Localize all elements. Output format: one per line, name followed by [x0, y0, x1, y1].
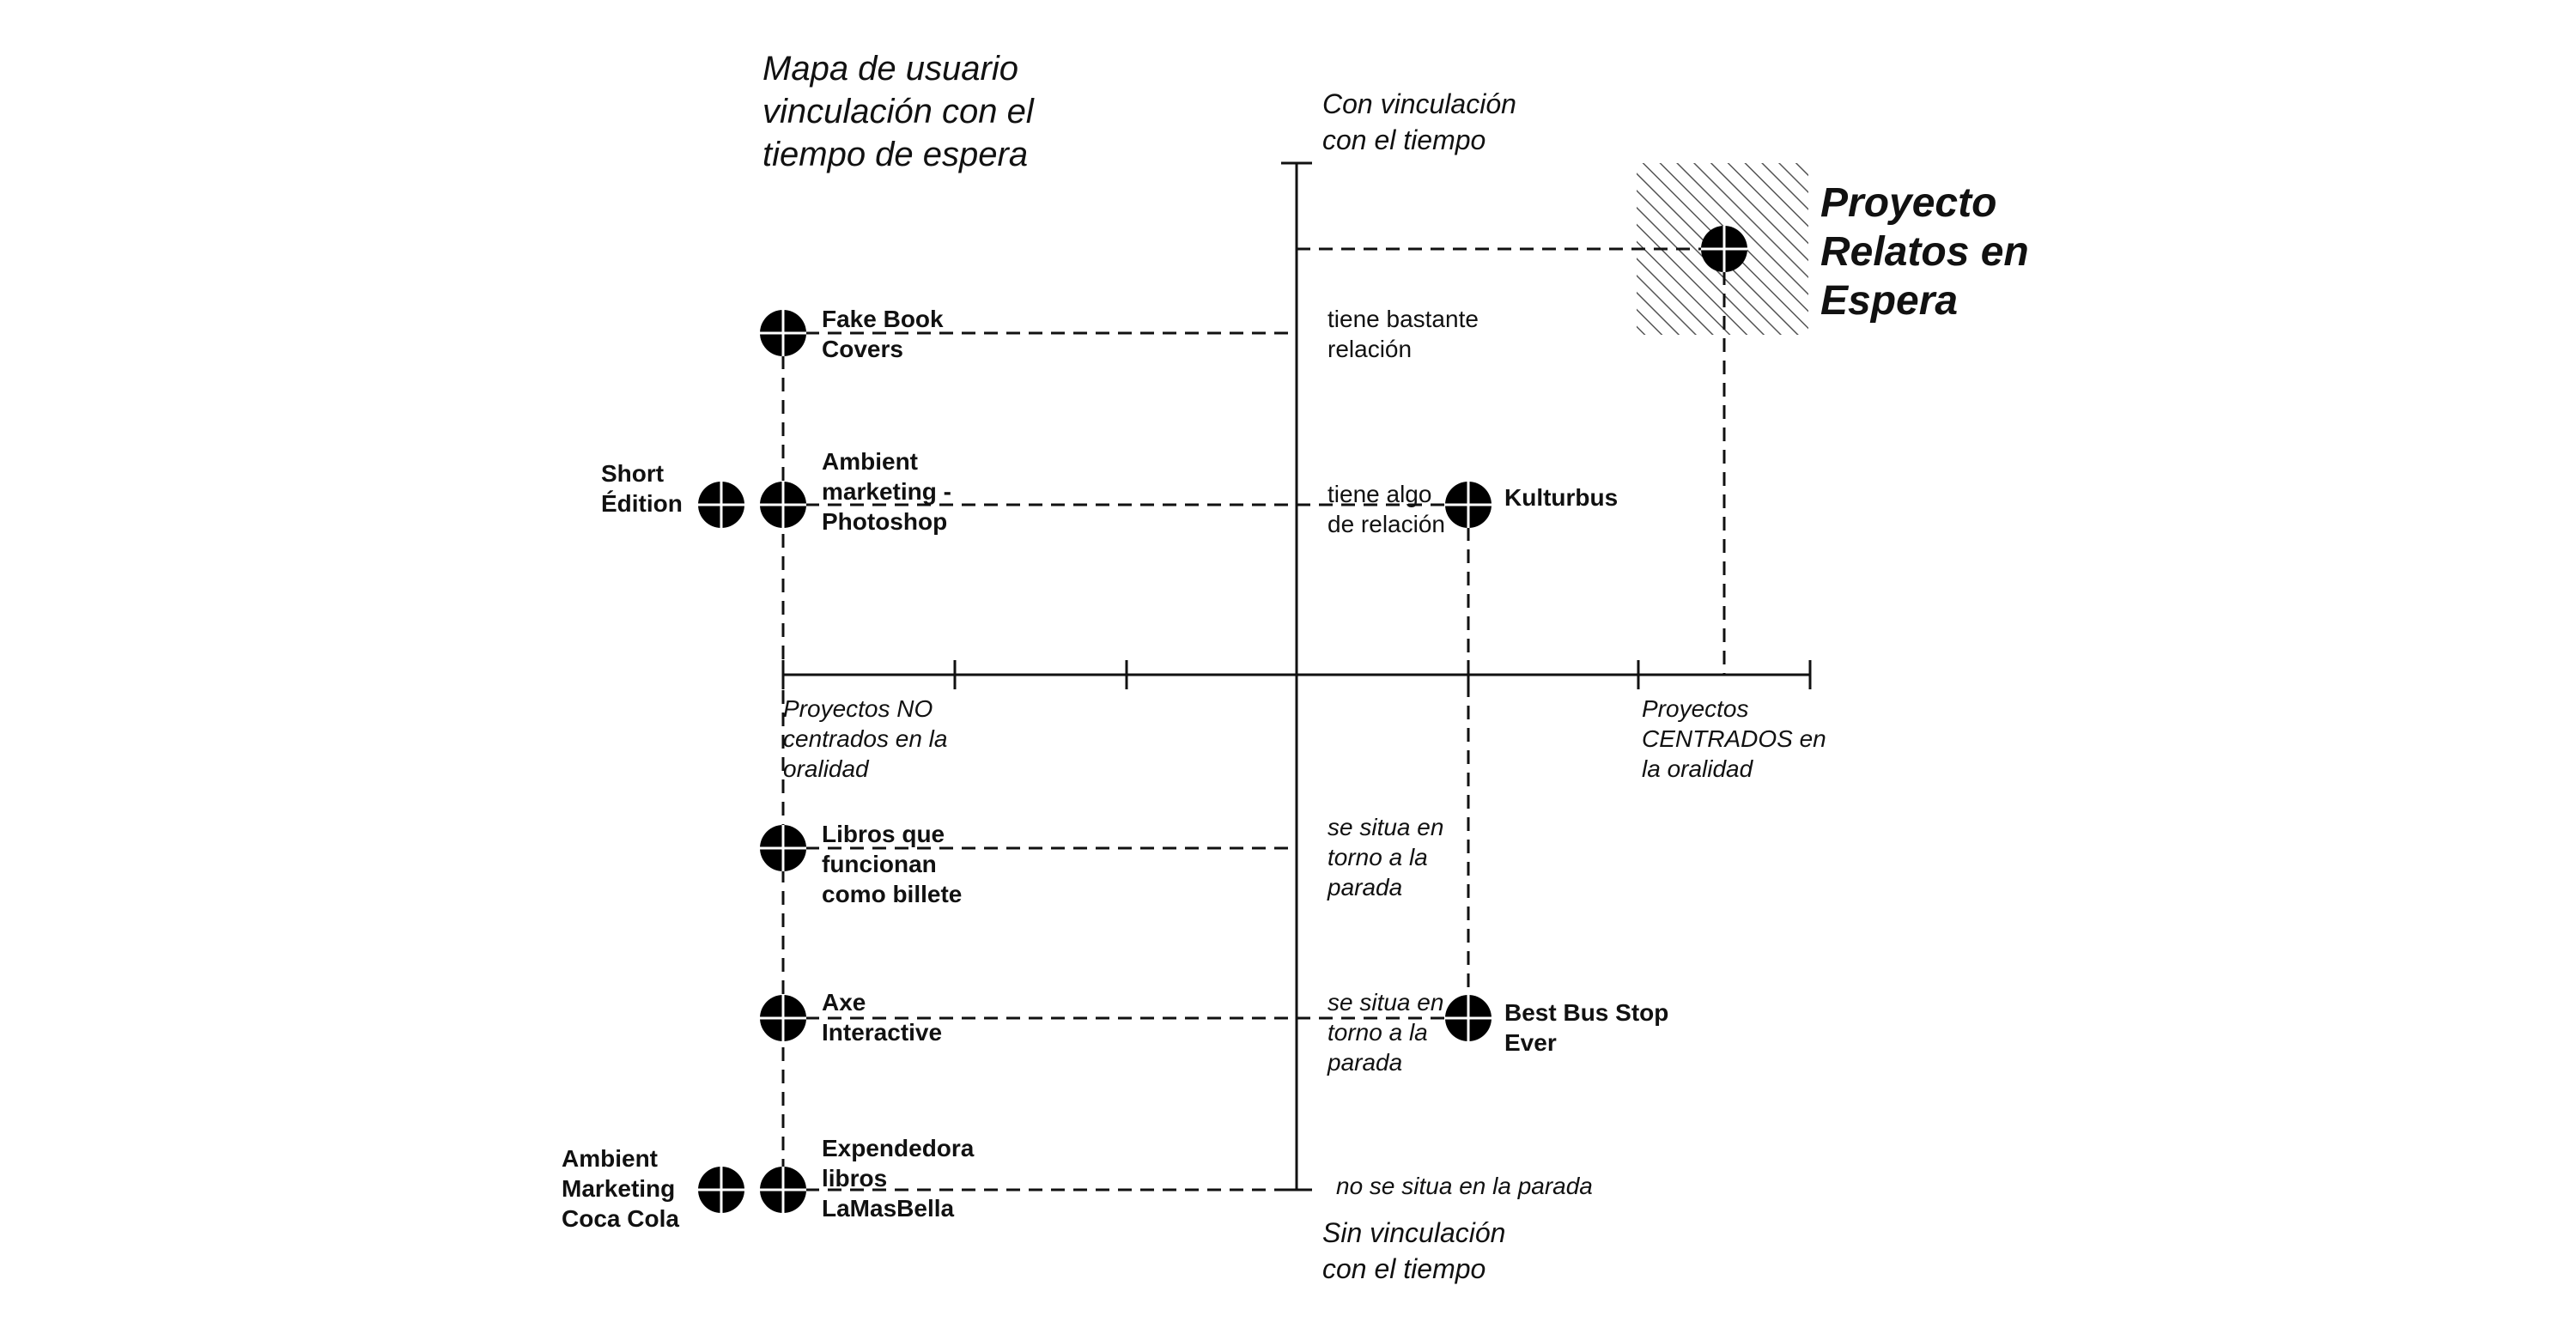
crosshair-marker-icon	[760, 310, 806, 356]
project-label-short-edition: Short Édition	[601, 460, 683, 517]
project-label-coca-cola: Ambient Marketing Coca Cola	[562, 1145, 679, 1232]
level-label-algo: tiene algo de relación	[1327, 481, 1445, 537]
crosshair-marker-icon	[760, 1167, 806, 1213]
crosshair-marker-icon	[1445, 482, 1492, 528]
axis-label-bottom: Sin vinculación con el tiempo	[1322, 1217, 1506, 1284]
project-label-best-bus-stop: Best Bus Stop Ever	[1504, 999, 1669, 1056]
highlight-project-label: Proyecto Relatos en Espera	[1820, 180, 2029, 324]
level-label-parada-2: se situa en torno a la parada	[1327, 989, 1444, 1076]
markers	[698, 226, 1747, 1213]
level-label-no-parada: no se situa en la parada	[1336, 1173, 1593, 1199]
axis-label-right: Proyectos CENTRADOS en la oralidad	[1642, 695, 1826, 782]
project-label-kulturbus: Kulturbus	[1504, 484, 1619, 511]
axis-label-top: Con vinculación con el tiempo	[1322, 88, 1516, 155]
crosshair-marker-icon	[698, 1167, 744, 1213]
crosshair-marker-icon	[760, 482, 806, 528]
project-label-ambient-photoshop: Ambient marketing - Photoshop	[822, 448, 951, 535]
crosshair-marker-icon	[760, 995, 806, 1041]
crosshair-marker-icon	[1445, 995, 1492, 1041]
axis-label-left: Proyectos NO centrados en la oralidad	[783, 695, 948, 782]
project-label-libros-billete: Libros que funcionan como billete	[822, 821, 963, 907]
crosshair-marker-icon	[760, 825, 806, 871]
diagram-title: Mapa de usuario vinculación con el tiemp…	[762, 50, 1034, 173]
project-label-axe-interactive: Axe Interactive	[822, 989, 943, 1046]
level-label-parada-1: se situa en torno a la parada	[1327, 814, 1444, 900]
axes	[781, 161, 1812, 1192]
dashed-connectors	[781, 247, 1726, 1192]
project-label-fake-book-covers: Fake Book Covers	[822, 306, 944, 362]
crosshair-marker-icon	[698, 482, 744, 528]
project-label-expendedora: Expendedora libros LaMasBella	[822, 1135, 975, 1222]
crosshair-marker-icon	[1701, 226, 1747, 272]
level-label-bastante: tiene bastante relación	[1327, 306, 1479, 362]
